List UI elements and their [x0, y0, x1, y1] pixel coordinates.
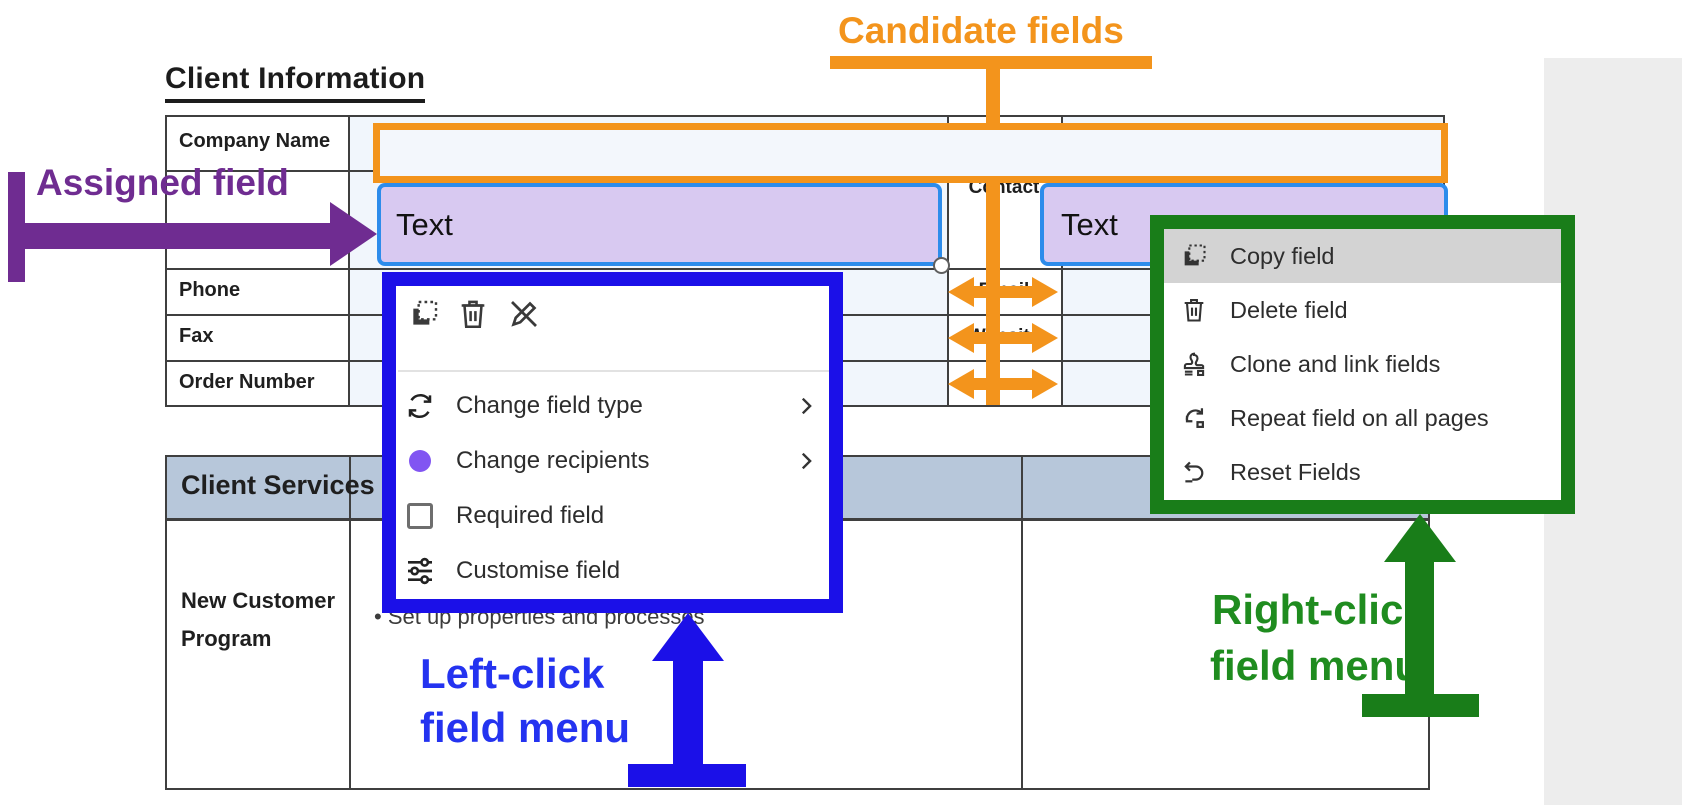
right-click-arrow-shaft	[1405, 558, 1434, 700]
row-label-order-number: Order Number	[179, 371, 315, 393]
double-arrow-shaft	[974, 286, 1032, 298]
row-label-fax: Fax	[179, 325, 214, 347]
repeat-pages-icon	[1178, 404, 1210, 432]
right-click-arrow-base	[1362, 694, 1479, 717]
menu-item-label: Change field type	[456, 391, 643, 419]
left-click-arrow-shaft	[673, 656, 703, 768]
left-click-arrow-base	[628, 764, 746, 787]
menu-item-label: Clone and link fields	[1230, 350, 1441, 377]
menu-item-change-field-type[interactable]: Change field type	[396, 378, 829, 433]
menu-item-clone-link-fields[interactable]: Clone and link fields	[1164, 337, 1561, 391]
row-label-phone: Phone	[179, 279, 241, 301]
assigned-text-field-1[interactable]: Text	[377, 183, 942, 266]
copy-field-icon[interactable]	[408, 298, 440, 330]
menu-item-label: Delete field	[1230, 296, 1348, 323]
candidate-pointer-line	[986, 69, 1000, 405]
menu-item-label: Repeat field on all pages	[1230, 404, 1489, 431]
double-arrow-shaft	[974, 332, 1032, 344]
services-header-left: Client Services	[181, 470, 375, 500]
row-label-company-name: Company Name	[179, 130, 331, 152]
delete-field-icon[interactable]	[456, 297, 490, 331]
left-click-label-line2: field menu	[420, 704, 631, 751]
checkbox-unchecked-icon[interactable]	[402, 502, 438, 529]
table-vline	[349, 457, 351, 788]
menu-item-label: Customise field	[456, 556, 621, 584]
unassign-field-icon[interactable]	[506, 296, 542, 332]
menu-divider	[398, 370, 829, 372]
recipient-color-dot	[402, 449, 438, 472]
menu-item-label: Reset Fields	[1230, 458, 1361, 485]
document-heading: Client Information	[165, 62, 426, 103]
right-click-arrow-head-icon	[1384, 514, 1456, 562]
reset-fields-icon	[1178, 458, 1210, 486]
candidate-field-box[interactable]	[373, 123, 1448, 183]
menu-item-change-recipients[interactable]: Change recipients	[396, 433, 829, 488]
left-click-field-menu	[382, 272, 843, 613]
menu-item-label: Copy field	[1230, 242, 1335, 269]
chevron-right-icon	[795, 450, 817, 472]
menu-item-copy-field[interactable]: Copy field	[1164, 229, 1561, 283]
table-hline	[167, 268, 1443, 270]
left-click-arrow-head-icon	[652, 613, 724, 661]
program-label-line2: Program	[181, 626, 272, 651]
copy-field-icon	[1178, 242, 1210, 270]
double-arrow-shaft	[974, 378, 1032, 390]
double-arrow-right-icon	[1032, 277, 1058, 307]
menu-item-label: Required field	[456, 501, 605, 529]
menu-item-label: Change recipients	[456, 446, 650, 474]
assigned-arrow-shaft	[8, 223, 330, 249]
candidate-label-underline	[830, 56, 1152, 69]
customise-field-icon	[402, 555, 438, 587]
double-arrow-left-icon	[948, 369, 974, 399]
assigned-field-label: Assigned field	[36, 162, 289, 203]
double-arrow-right-icon	[1032, 369, 1058, 399]
assigned-arrow-head-icon	[330, 202, 377, 266]
candidate-fields-label: Candidate fields	[838, 10, 1124, 51]
double-arrow-left-icon	[948, 323, 974, 353]
field-value: Text	[396, 206, 453, 242]
menu-item-delete-field[interactable]: Delete field	[1164, 283, 1561, 337]
field-value: Text	[1061, 206, 1118, 242]
change-field-type-icon	[402, 391, 438, 421]
delete-field-icon	[1178, 296, 1210, 324]
right-click-label-line1: Right-click	[1212, 586, 1427, 633]
program-label-line1: New Customer	[181, 588, 336, 613]
menu-item-reset-fields[interactable]: Reset Fields	[1164, 445, 1561, 499]
menu-item-repeat-field[interactable]: Repeat field on all pages	[1164, 391, 1561, 445]
field-resize-handle[interactable]	[933, 257, 950, 274]
double-arrow-right-icon	[1032, 323, 1058, 353]
menu-item-required-field[interactable]: Required field	[396, 488, 829, 543]
field-menu-toolbar	[408, 296, 542, 332]
double-arrow-left-icon	[948, 277, 974, 307]
menu-item-customise-field[interactable]: Customise field	[396, 543, 829, 598]
left-click-label-line1: Left-click	[420, 650, 605, 697]
clone-link-icon	[1178, 350, 1210, 378]
right-click-label-line2: field menu	[1210, 642, 1421, 689]
table-vline	[1021, 457, 1023, 788]
chevron-right-icon	[795, 395, 817, 417]
